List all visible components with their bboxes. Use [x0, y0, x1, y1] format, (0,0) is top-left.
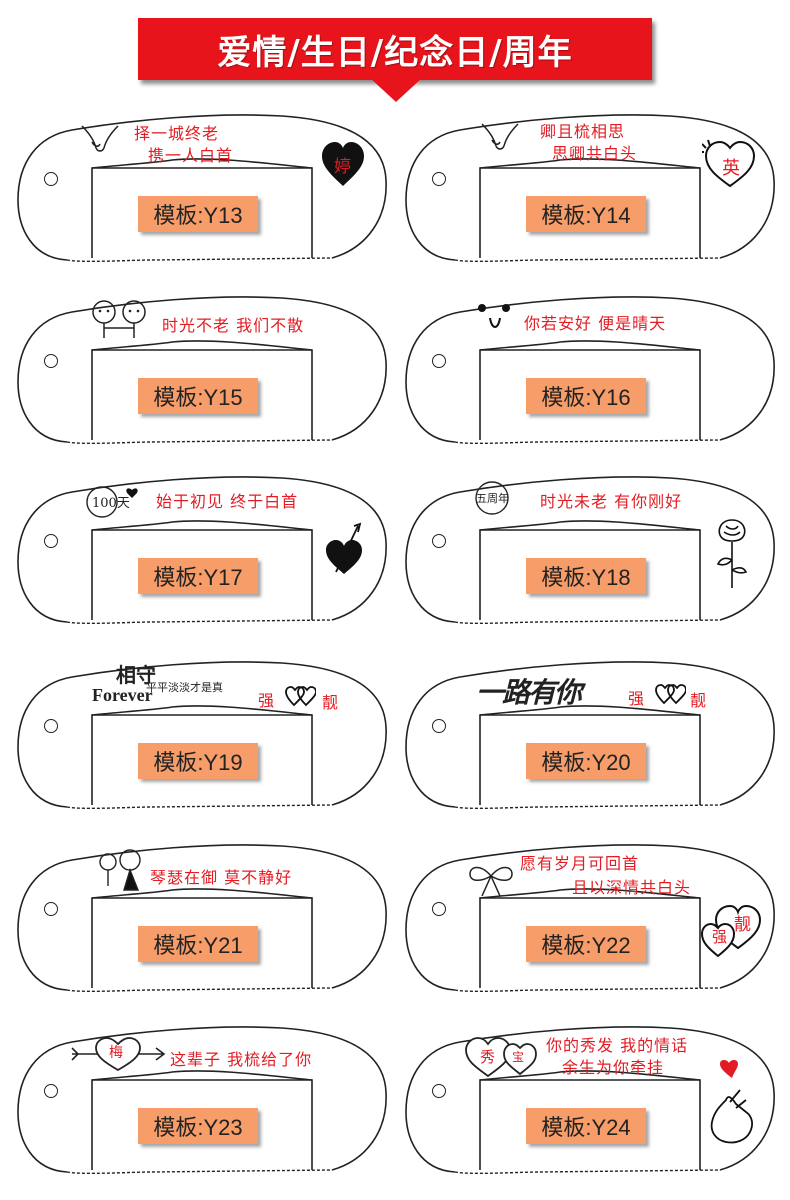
verse-line-1: 这辈子 我梳给了你: [170, 1050, 313, 1069]
template-card-y21[interactable]: 琴瑟在御 莫不静好 模板:Y21: [12, 838, 392, 998]
arrow-heart-icon: [326, 522, 362, 574]
template-card-y15[interactable]: 时光不老 我们不散 模板:Y15: [12, 290, 392, 450]
template-card-y14[interactable]: 卿且梳相思 思卿共白头 英 模板:Y14: [400, 108, 780, 268]
verse-line-1: 你的秀发 我的情话: [546, 1036, 689, 1055]
hang-hole: [44, 1084, 58, 1098]
verse-line-2: 且以深情共白头: [572, 878, 692, 897]
verse-line-1: 始于初见 终于白首: [156, 492, 299, 511]
name-left: 强: [258, 691, 276, 710]
circle-badge-icon: [86, 486, 138, 518]
finger-heart-icon: [710, 1060, 753, 1144]
verse-line-1: 愿有岁月可回首: [520, 854, 640, 873]
calligraphy-title: 一路有你: [476, 676, 582, 709]
holding-hands-icon: [81, 125, 119, 152]
double-heart-icon: [700, 904, 762, 958]
name-badge: 婷: [334, 157, 351, 177]
page-title: 爱情/生日/纪念日/周年: [217, 32, 573, 73]
hang-hole: [432, 1084, 446, 1098]
hang-hole: [44, 354, 58, 368]
template-label: 模板:Y16: [526, 378, 646, 414]
name-badge: 英: [722, 158, 740, 179]
comb-outline: [405, 844, 775, 993]
template-label: 模板:Y22: [526, 926, 646, 962]
comb-outline: [405, 296, 775, 445]
template-card-y18[interactable]: 五周年 时光未老 有你刚好 模板:Y18: [400, 470, 780, 630]
verse-line-1: 时光未老 有你刚好: [540, 492, 683, 511]
template-card-y17[interactable]: 100天 始于初见 终于白首 模板:Y17: [12, 470, 392, 630]
verse-line-2: 思卿共白头: [552, 144, 638, 163]
holding-hands-icon: [481, 123, 519, 150]
template-label: 模板:Y17: [138, 558, 258, 594]
comb-outline: [405, 661, 775, 810]
hang-hole: [44, 719, 58, 733]
double-heart-icon: [285, 686, 316, 707]
template-card-y13[interactable]: 择一城终老 携一人白首 婷 模板:Y13: [12, 108, 392, 268]
template-card-y22[interactable]: 愿有岁月可回首 且以深情共白头 强 靓 模板:Y22: [400, 838, 780, 998]
template-card-y19[interactable]: 相守 平平淡淡才是真 Forever 强 靓 模板:Y19: [12, 655, 392, 815]
hang-hole: [432, 172, 446, 186]
name-left: 秀: [480, 1048, 496, 1066]
name-badge: 梅: [109, 1045, 123, 1061]
verse-line-1: 琴瑟在御 莫不静好: [150, 868, 293, 887]
verse-line-2: 余生为你牵挂: [562, 1058, 665, 1077]
verse-line-1: 时光不老 我们不散: [162, 316, 305, 335]
hang-hole: [432, 534, 446, 548]
name-right: 靓: [690, 691, 708, 710]
heart-outline-icon: [702, 139, 756, 188]
comb-outline: [17, 1026, 387, 1175]
comb-outline: [17, 476, 387, 625]
smiley-face-icon: [478, 304, 510, 328]
calligraphy-title: 相守: [116, 663, 156, 687]
rose-icon: [716, 519, 748, 588]
circle-badge-icon: [475, 481, 509, 515]
comb-outline: [405, 114, 775, 263]
hang-hole: [432, 354, 446, 368]
ribbon-bow-icon: [469, 866, 513, 897]
hang-hole: [432, 902, 446, 916]
verse-line-1: 择一城终老: [134, 124, 220, 143]
template-label: 模板:Y18: [526, 558, 646, 594]
calligraphy-subtitle: 平平淡淡才是真: [146, 681, 223, 694]
name-right: 靓: [734, 915, 751, 935]
hang-hole: [44, 534, 58, 548]
template-label: 模板:Y14: [526, 196, 646, 232]
comb-outline: [17, 844, 387, 993]
calligraphy-forever: Forever: [92, 685, 153, 705]
template-label: 模板:Y23: [138, 1108, 258, 1144]
header-banner: 爱情/生日/纪念日/周年: [138, 18, 652, 80]
arrow-heart-icon: [71, 1037, 166, 1072]
hang-hole: [432, 719, 446, 733]
black-heart-icon: [322, 142, 364, 186]
comb-outline: [17, 661, 387, 810]
template-label: 模板:Y24: [526, 1108, 646, 1144]
name-right: 靓: [322, 693, 340, 712]
comb-outline: [17, 114, 387, 263]
verse-line-1: 你若安好 便是晴天: [524, 314, 667, 333]
template-label: 模板:Y21: [138, 926, 258, 962]
hang-hole: [44, 902, 58, 916]
verse-line-2: 携一人白首: [148, 146, 234, 165]
template-label: 模板:Y20: [526, 743, 646, 779]
double-heart-icon: [655, 684, 686, 705]
template-card-y16[interactable]: 你若安好 便是晴天 模板:Y16: [400, 290, 780, 450]
template-card-y20[interactable]: 一路有你 强 靓 模板:Y20: [400, 655, 780, 815]
cartoon-kids-icon: [99, 849, 141, 891]
template-label: 模板:Y15: [138, 378, 258, 414]
double-heart-icon: [465, 1037, 537, 1078]
template-card-y23[interactable]: 梅 这辈子 我梳给了你 模板:Y23: [12, 1020, 392, 1180]
comb-outline: [17, 296, 387, 445]
hang-hole: [44, 172, 58, 186]
verse-line-1: 卿且梳相思: [540, 122, 626, 141]
name-right: 宝: [512, 1050, 525, 1064]
name-left: 强: [628, 689, 646, 708]
banner-arrow-icon: [370, 78, 422, 102]
anniversary-badge: 五周年: [476, 492, 509, 505]
name-left: 强: [712, 928, 728, 946]
template-label: 模板:Y19: [138, 743, 258, 779]
template-card-y24[interactable]: 秀 宝 你的秀发 我的情话 余生为你牵挂 模板:Y24: [400, 1020, 780, 1180]
day-count-badge: 100天: [92, 496, 130, 511]
template-label: 模板:Y13: [138, 196, 258, 232]
cartoon-couple-icon: [92, 300, 146, 338]
